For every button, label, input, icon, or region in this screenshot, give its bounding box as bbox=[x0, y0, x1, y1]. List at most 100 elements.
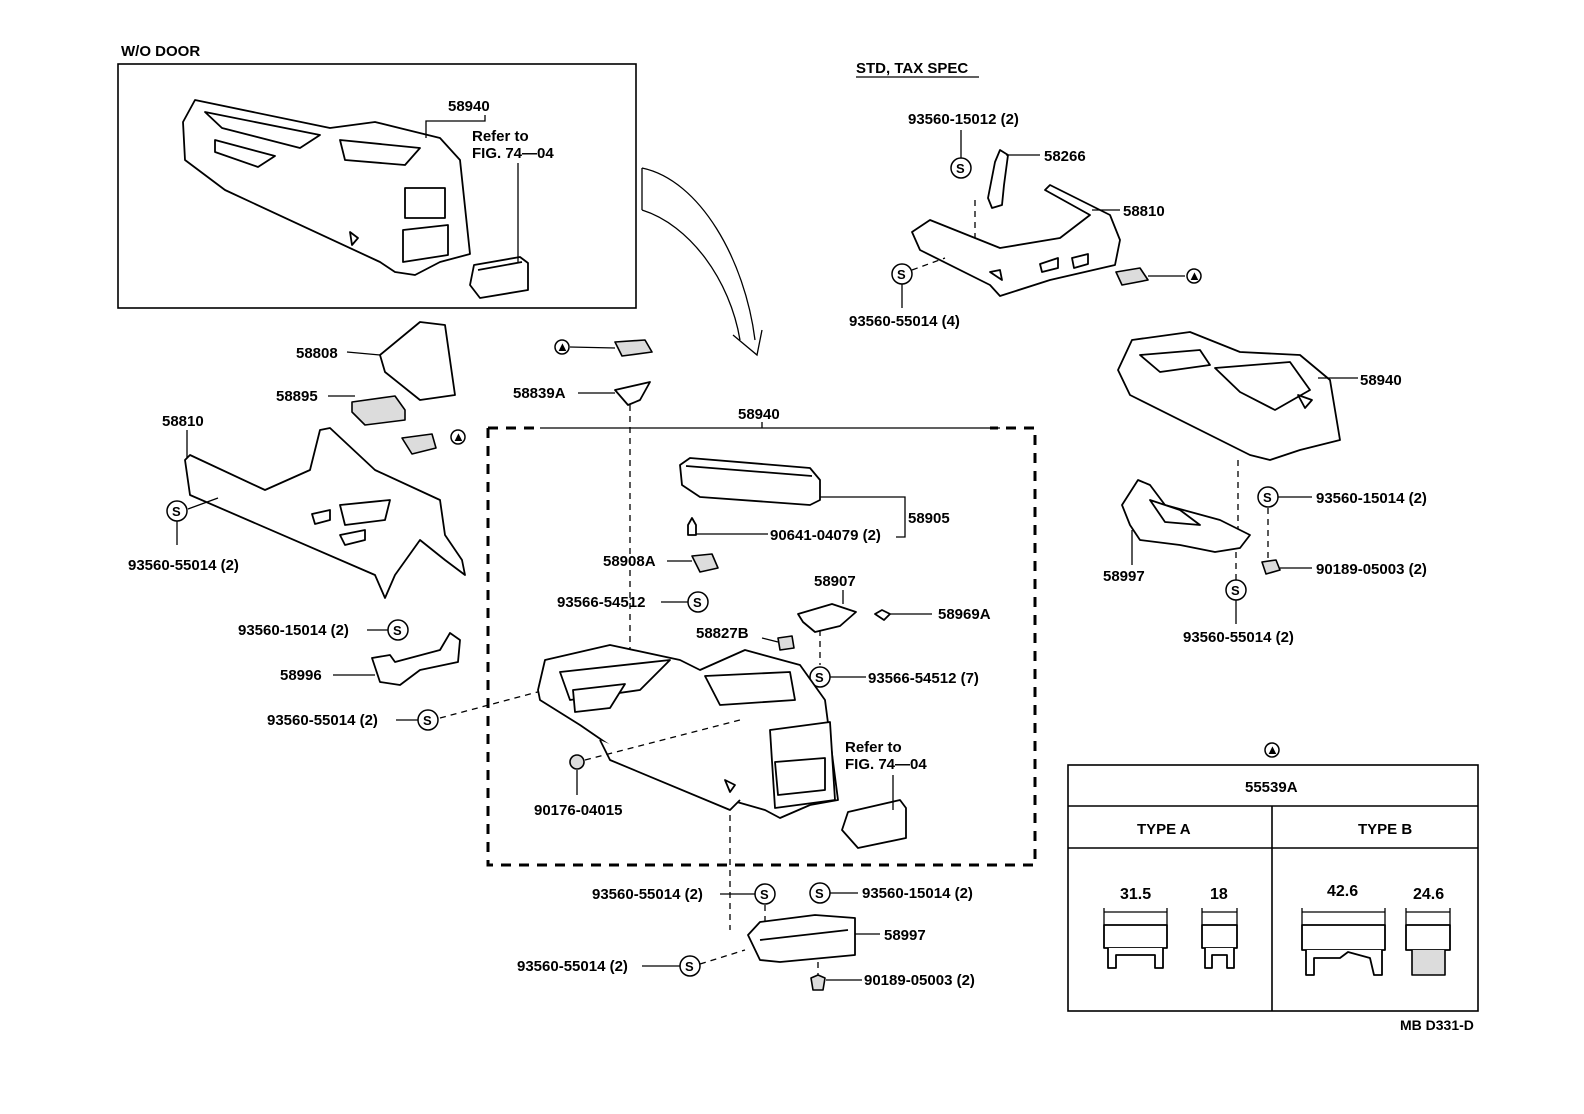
label-58839A: 58839A bbox=[513, 385, 566, 402]
dim-a1: 31.5 bbox=[1120, 886, 1151, 903]
cap-type-table: ▲ 55539A TYPE A TYPE B 31.5 18 42.6 bbox=[1067, 742, 1479, 1012]
diagram-ref-code: MB D331-D bbox=[1400, 1017, 1474, 1033]
screw-58969A-drawing bbox=[874, 609, 891, 621]
svg-text:S: S bbox=[815, 670, 824, 685]
label-90176: 90176-04015 bbox=[534, 802, 622, 819]
s-mark-left-2: S bbox=[387, 619, 409, 641]
label-93560-55014-bottom2: 93560-55014 (2) bbox=[517, 958, 628, 975]
label-93560-55014-right: 93560-55014 (2) bbox=[1183, 629, 1294, 646]
label-58996: 58996 bbox=[280, 667, 322, 684]
dim-b2: 24.6 bbox=[1413, 886, 1444, 903]
label-58940-top: 58940 bbox=[448, 98, 490, 115]
plug-90176-drawing bbox=[569, 754, 585, 770]
triangle-mark-left: ▲ bbox=[450, 429, 466, 445]
nut-90189-drawing-bottom bbox=[810, 974, 826, 991]
table-type-b: TYPE B bbox=[1358, 821, 1412, 838]
shift-boot-drawing bbox=[379, 321, 456, 401]
label-93560-15012: 93560-15012 (2) bbox=[908, 111, 1019, 128]
console-housing-drawing-right bbox=[1117, 331, 1341, 461]
left-parts: 58808 58895 ▲ 58810 S 93560-55014 (2) 93… bbox=[128, 321, 546, 731]
dim-b1: 42.6 bbox=[1327, 883, 1358, 900]
catch-58908A-drawing bbox=[691, 553, 719, 573]
svg-text:▲: ▲ bbox=[452, 429, 465, 444]
bumper-58827B-drawing bbox=[777, 635, 795, 651]
svg-text:S: S bbox=[685, 959, 694, 974]
s-mark-bottom-3: S bbox=[679, 955, 701, 977]
svg-text:S: S bbox=[1263, 490, 1272, 505]
label-58810-right: 58810 bbox=[1123, 203, 1165, 220]
nut-90189-drawing-right bbox=[1261, 559, 1281, 575]
label-93560-55014-bottom: 93560-55014 (2) bbox=[592, 886, 703, 903]
label-58997-right: 58997 bbox=[1103, 568, 1145, 585]
explode-arrow bbox=[641, 167, 763, 357]
std-tax-spec-parts: STD, TAX SPEC 93560-15012 (2) S 58266 58… bbox=[849, 60, 1427, 646]
s-mark-right-4: S bbox=[1225, 579, 1247, 601]
svg-text:S: S bbox=[956, 161, 965, 176]
svg-text:S: S bbox=[760, 887, 769, 902]
label-93560-15014-right: 93560-15014 (2) bbox=[1316, 490, 1427, 507]
screw-90641-drawing bbox=[687, 517, 697, 536]
label-58810-left: 58810 bbox=[162, 413, 204, 430]
label-58905: 58905 bbox=[908, 510, 950, 527]
svg-text:S: S bbox=[693, 595, 702, 610]
label-refer-top-2: FIG. 74—04 bbox=[472, 145, 554, 162]
svg-text:▲: ▲ bbox=[1266, 742, 1279, 757]
label-58940-right: 58940 bbox=[1360, 372, 1402, 389]
triangle-mark-center: ▲ bbox=[554, 339, 570, 355]
console-box-drawing-top bbox=[182, 99, 471, 276]
svg-text:S: S bbox=[897, 267, 906, 282]
s-mark-right-2: S bbox=[891, 263, 913, 285]
armrest-lid-drawing bbox=[679, 457, 821, 506]
wo-door-inset: W/O DOOR 58940 Refer to FIG. 74—04 bbox=[117, 43, 637, 309]
label-refer-top-1: Refer to bbox=[472, 128, 529, 145]
svg-text:S: S bbox=[423, 713, 432, 728]
label-58907: 58907 bbox=[814, 573, 856, 590]
s-mark-center-1: S bbox=[687, 591, 709, 613]
label-93566-54512-7: 93566-54512 (7) bbox=[868, 670, 979, 687]
s-mark-bottom-2: S bbox=[809, 882, 831, 904]
label-58969A: 58969A bbox=[938, 606, 991, 623]
label-58940-center: 58940 bbox=[738, 406, 780, 423]
type-a-cap-large: 31.5 bbox=[1103, 886, 1168, 969]
ashtray-drawing-top bbox=[469, 256, 529, 299]
svg-text:S: S bbox=[815, 886, 824, 901]
svg-text:S: S bbox=[1231, 583, 1240, 598]
plate-58266-drawing bbox=[987, 149, 1009, 209]
svg-text:▲: ▲ bbox=[556, 339, 569, 354]
label-58827B: 58827B bbox=[696, 625, 749, 642]
label-93566-54512: 93566-54512 bbox=[557, 594, 645, 611]
svg-text:S: S bbox=[172, 504, 181, 519]
svg-text:▲: ▲ bbox=[1188, 268, 1201, 283]
ashtray-drawing-center bbox=[841, 799, 907, 849]
wo-door-frame bbox=[117, 63, 637, 309]
label-93560-15014-bottom: 93560-15014 (2) bbox=[862, 885, 973, 902]
label-93560-55014-left: 93560-55014 (2) bbox=[128, 557, 239, 574]
wo-door-label: W/O DOOR bbox=[121, 43, 200, 60]
hinge-58907-drawing bbox=[797, 603, 857, 633]
s-mark-right-1: S bbox=[950, 157, 972, 179]
bracket-58996-drawing bbox=[371, 632, 461, 686]
label-refer-center-2: FIG. 74—04 bbox=[845, 756, 927, 773]
label-58808: 58808 bbox=[296, 345, 338, 362]
s-mark-mid: S bbox=[417, 709, 439, 731]
label-90189-bottom: 90189-05003 (2) bbox=[864, 972, 975, 989]
cap-drawing-center bbox=[614, 339, 653, 357]
dim-a2: 18 bbox=[1210, 886, 1228, 903]
type-a-cap-small: 18 bbox=[1201, 886, 1238, 969]
cap-drawing-left bbox=[401, 433, 437, 455]
triangle-mark-table: ▲ bbox=[1264, 742, 1280, 758]
triangle-mark-right: ▲ bbox=[1186, 268, 1202, 284]
label-refer-center-1: Refer to bbox=[845, 739, 902, 756]
switch-panel-drawing bbox=[351, 395, 406, 426]
s-mark-right-3: S bbox=[1257, 486, 1279, 508]
label-93560-55014-4: 93560-55014 (4) bbox=[849, 313, 960, 330]
console-box-drawing-center bbox=[537, 644, 839, 819]
center-parts: ▲ 58839A 58940 58905 90641-04079 (2) 589… bbox=[486, 339, 1037, 991]
svg-text:S: S bbox=[393, 623, 402, 638]
console-bezel-drawing-right bbox=[911, 184, 1121, 297]
label-93560-55014-mid: 93560-55014 (2) bbox=[267, 712, 378, 729]
type-b-cap-large: 42.6 bbox=[1301, 883, 1386, 976]
s-mark-bottom-1: S bbox=[754, 883, 776, 905]
label-58266: 58266 bbox=[1044, 148, 1086, 165]
